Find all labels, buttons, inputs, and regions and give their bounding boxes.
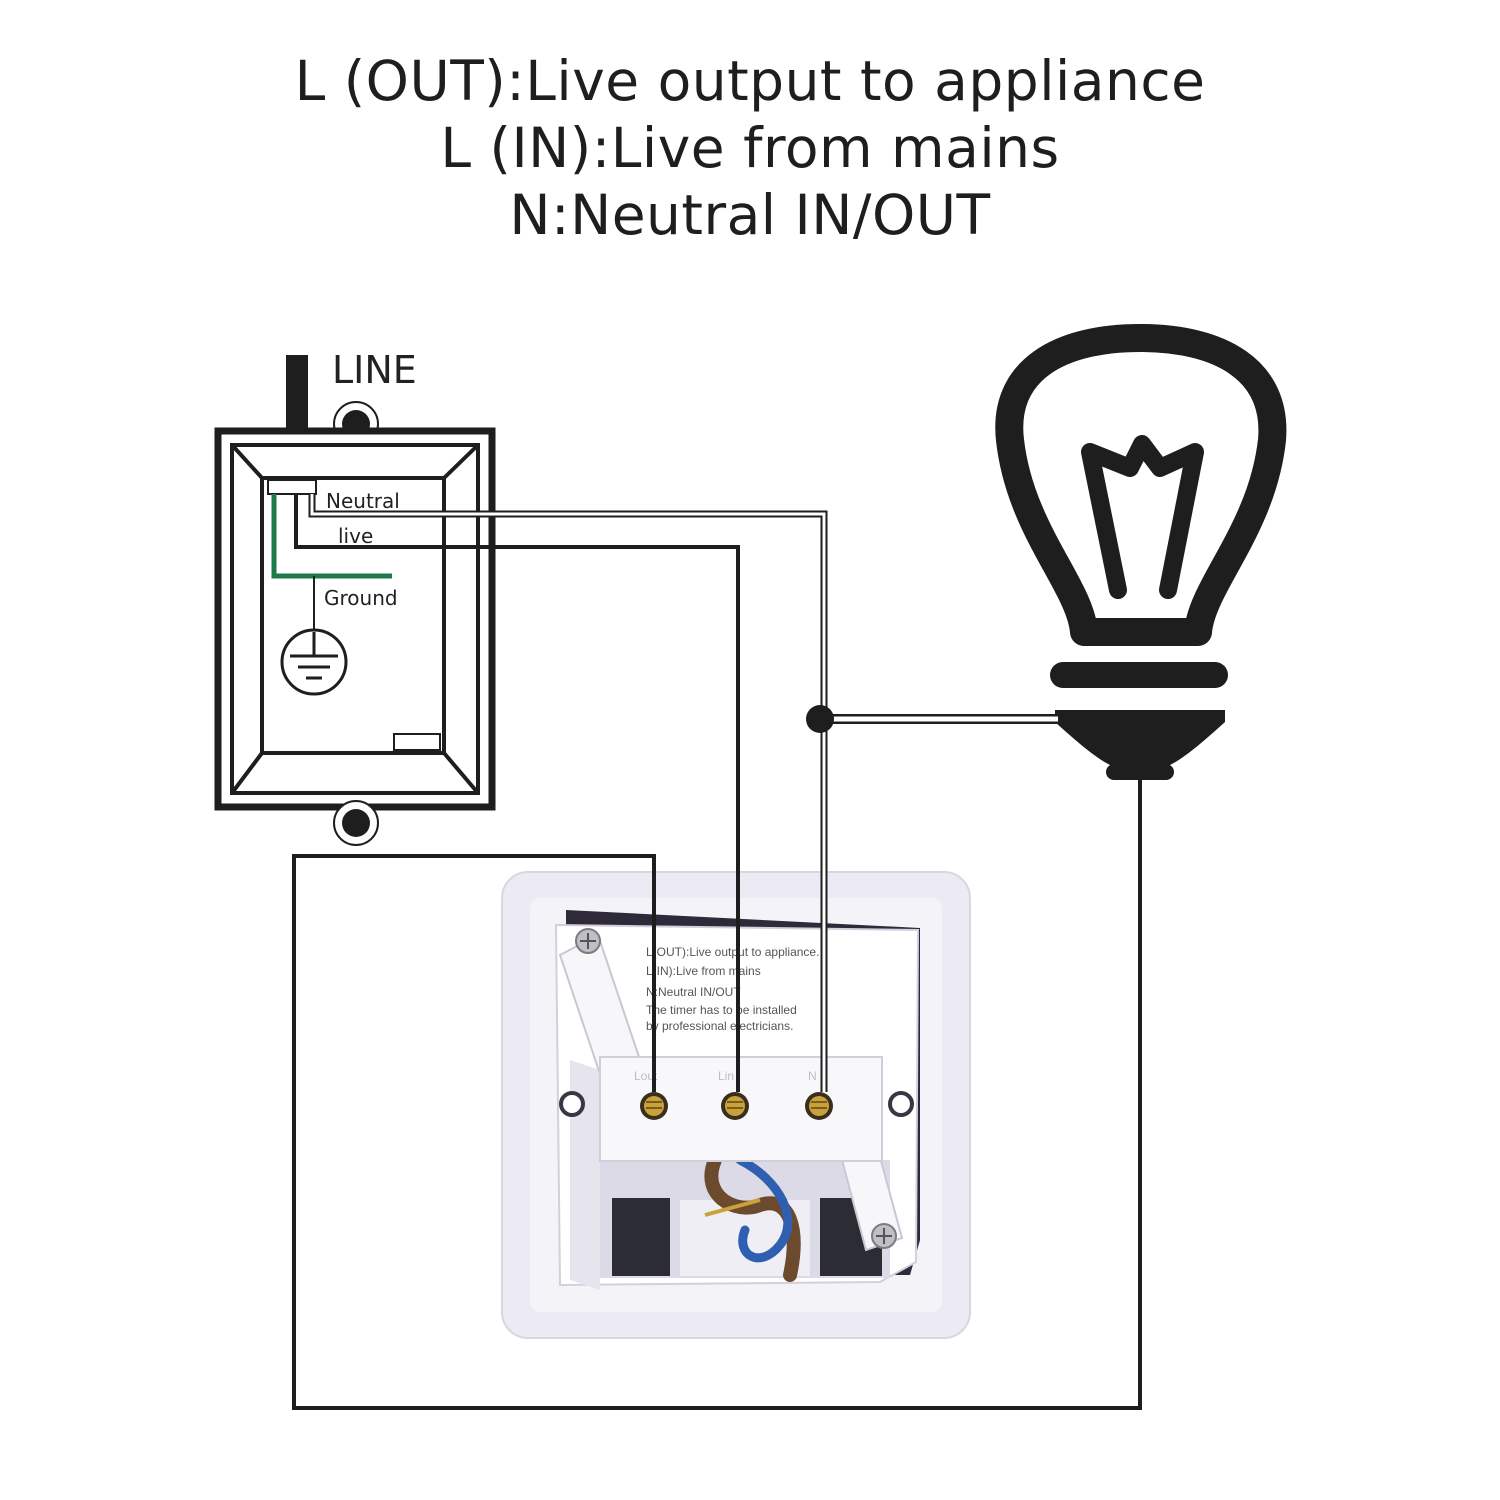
terminal-label-lin: Lin [718, 1069, 734, 1083]
terminal-screw-n [805, 1092, 833, 1120]
instruction-header: L (OUT):Live output to appliance L (IN):… [0, 48, 1500, 249]
terminal-screw-lin [721, 1092, 749, 1120]
internal-brown-wire [704, 1153, 801, 1282]
header-line-lin: L (IN):Live from mains [440, 116, 1060, 180]
neutral-wire [310, 494, 826, 1092]
timer-back-plate: L(OUT):Live output to appliance. L(IN):L… [501, 871, 971, 1339]
wiring [292, 494, 1142, 1410]
ground-label: Ground [324, 586, 398, 610]
neutral-junction-dot [806, 705, 834, 733]
wire-strands [704, 1198, 761, 1217]
sticker-line-5: by professional electricians. [646, 1019, 793, 1033]
bulb-cap-ring-1 [1050, 662, 1228, 688]
wire-connector [267, 479, 317, 495]
mount-hole-right [888, 1091, 914, 1117]
box-clip [393, 733, 441, 751]
bulb-cap-base [1055, 710, 1225, 766]
live-out-wire [292, 780, 1142, 1410]
screw-icon [575, 928, 601, 954]
header-line-lout: L (OUT):Live output to appliance [294, 49, 1206, 113]
supply-cable [286, 355, 308, 433]
screw-icon [871, 1223, 897, 1249]
junction-box: LINE Neutral live Ground [214, 348, 496, 846]
terminal-label-n: N [808, 1069, 817, 1083]
neutral-label: Neutral [326, 489, 400, 513]
live-in-wire [294, 494, 740, 1092]
bulb-contact [1106, 764, 1174, 780]
sticker-line-2: L(IN):Live from mains [646, 964, 761, 978]
bulb-filament [1081, 435, 1204, 599]
ground-symbol-icon [280, 628, 348, 696]
header-line-neutral: N:Neutral IN/OUT [509, 183, 991, 247]
back-sticker: L(OUT):Live output to appliance. L(IN):L… [646, 945, 819, 1033]
sticker-line-4: The timer has to be installed [646, 1003, 797, 1017]
sticker-line-1: L(OUT):Live output to appliance. [646, 945, 819, 959]
ground-wire [271, 494, 392, 579]
terminal-block-left [612, 1198, 670, 1276]
terminal-screw-lout [640, 1092, 668, 1120]
bulb-glass [995, 324, 1287, 646]
sticker-line-3: N:Neutral IN/OUT [646, 985, 741, 999]
line-label: LINE [332, 348, 417, 392]
internal-blue-wire [735, 1155, 793, 1263]
box-inner [260, 476, 446, 755]
live-label: live [338, 524, 373, 548]
light-bulb-icon [995, 324, 1287, 780]
mount-hole-left [559, 1091, 585, 1117]
housing-shadow-left [570, 1060, 600, 1290]
